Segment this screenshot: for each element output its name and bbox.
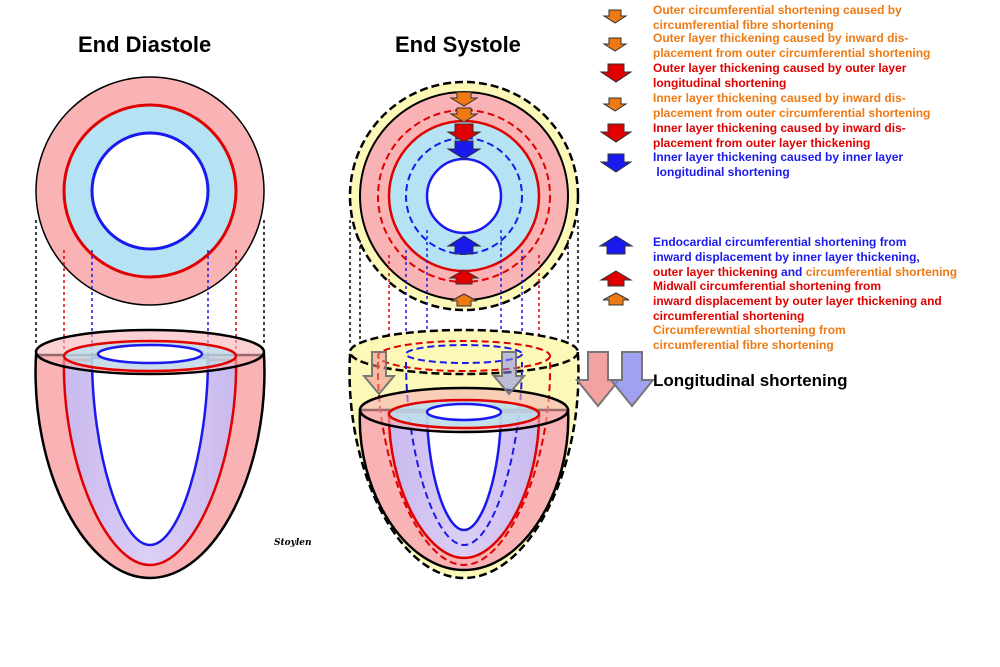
legend-item-outer-thickening-longitudinal: Outer layer thickening caused by outer l… [653,61,907,90]
legend-icon-3 [599,63,633,83]
legend-item-inner-thickening-outer-layer: Inner layer thickening caused by inward … [653,121,906,150]
legend-longitudinal-shortening: Longitudinal shortening [653,371,848,390]
longitudinal-arrow-blue [608,351,656,408]
legend-icon-8 [599,270,633,287]
legend-item-inner-thickening-circumferential: Inner layer thickening caused by inward … [653,91,931,120]
legend-icons [598,9,634,306]
longitudinal-legend-arrows [574,351,656,408]
legend-icon-7 [598,235,634,255]
legend-icon-2 [602,37,628,52]
legend-icon-1 [602,9,628,24]
author-signature: Stoylen [274,538,312,548]
legend-item-circumferential-shortening: Circumferewntial shortening from circumf… [653,323,846,352]
end-diastole-long-axis [34,328,266,580]
short-axis-arrow-column [446,91,482,307]
legend-icon-9 [602,292,630,306]
end-systole-title: End Systole [395,32,521,57]
long-axis-shortening-arrows [361,351,527,396]
legend-item-outer-thickening-inward: Outer layer thickening caused by inward … [653,31,931,60]
end-systole-long-axis [348,328,580,580]
legend-icon-6 [599,153,633,173]
end-systole-short-axis [348,80,580,312]
legend-item-inner-thickening-longitudinal: Inner layer thickening caused by inner l… [653,150,904,179]
legend-icon-5 [599,123,633,143]
legend-icon-4 [602,97,628,112]
legend-item-midwall-shortening: Midwall circumferential shortening from … [653,279,942,323]
legend-item-endocardial-shortening: Endocardial circumferential shortening f… [653,235,958,279]
end-diastole-title: End Diastole [78,32,212,57]
end-diastole-short-axis [35,76,265,306]
longitudinal-arrow-red [574,351,622,408]
legend-item-outer-circumferential: Outer circumferential shortening caused … [653,3,902,32]
